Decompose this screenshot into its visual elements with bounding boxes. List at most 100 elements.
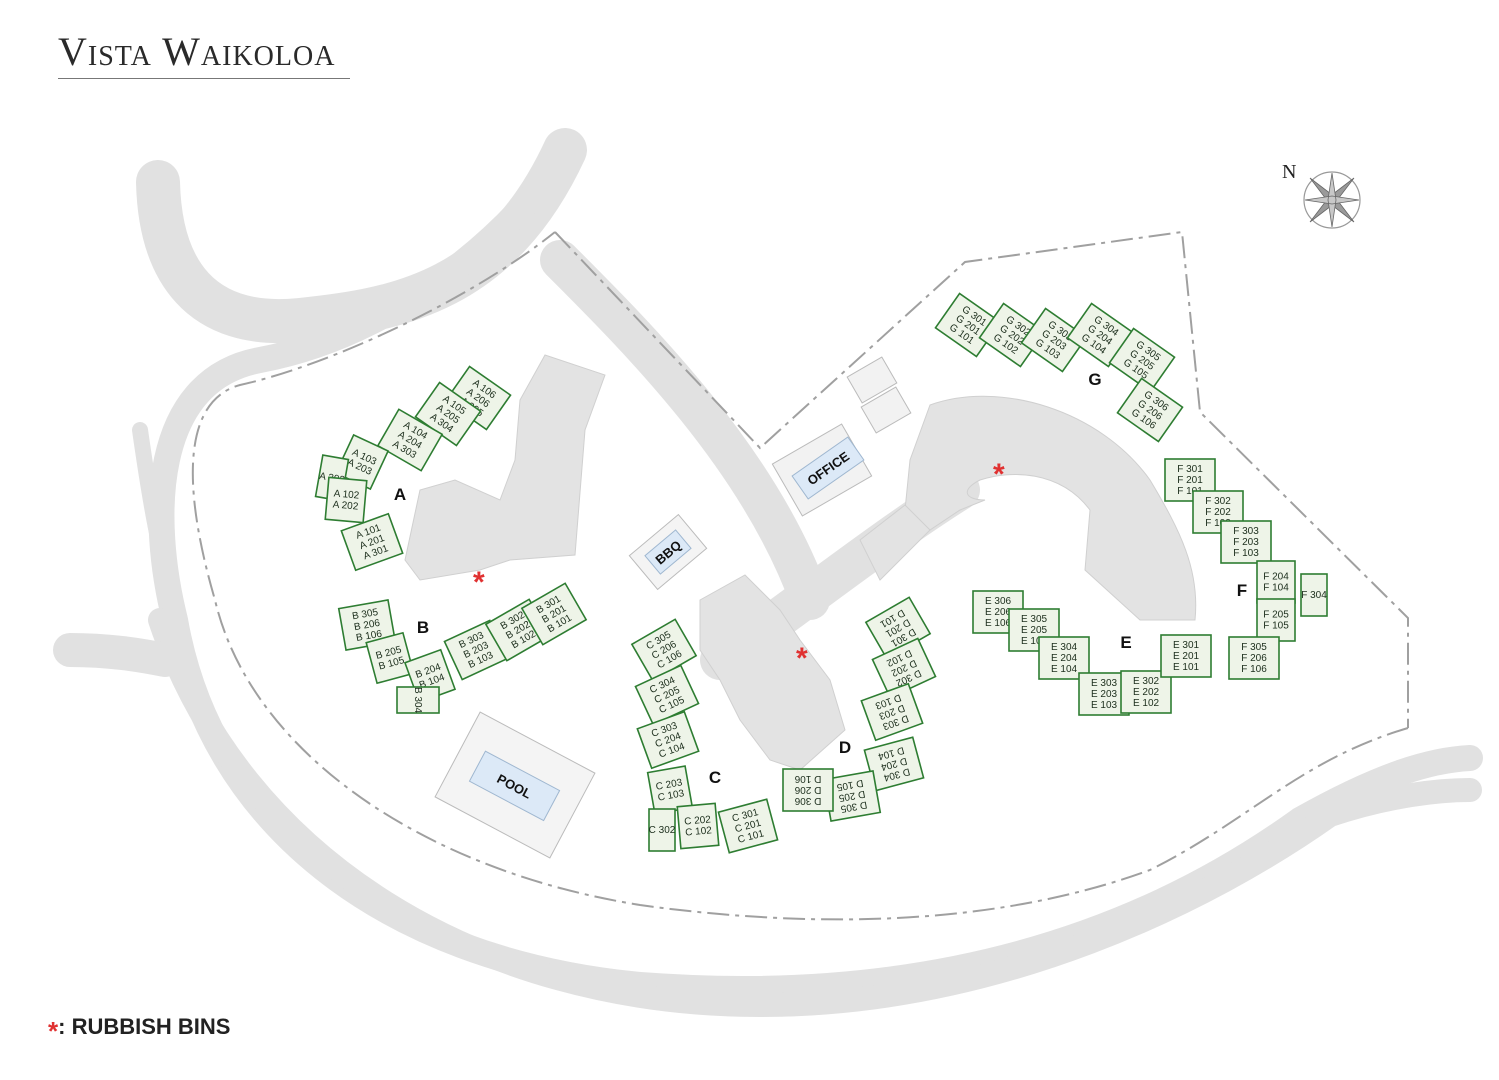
unit-label: B 304 [412,687,423,714]
unit-label: E 102 [1133,698,1160,709]
unit-label: F 103 [1233,548,1259,559]
compass-rose: N [1282,161,1361,229]
unit-label: D 305 [839,799,868,815]
unit-label: E 203 [1091,689,1118,700]
road-west-spur [53,633,182,677]
unit-label: F 205 [1263,610,1289,621]
unit-block: B 304 [396,686,440,714]
parking-lot-central [699,574,846,771]
title-block: Vista Waikoloa [58,30,350,79]
building-letter-g: G [1088,370,1101,389]
unit-label: F 106 [1241,664,1267,675]
office-block [791,436,865,500]
bbq-block [644,529,692,575]
unit-label: F 105 [1263,621,1289,632]
shed-north [846,356,898,404]
unit-label: E 303 [1091,678,1118,689]
compass-needle [1304,172,1360,228]
unit-block: F 304 [1300,573,1328,617]
unit-label: F 201 [1177,475,1203,486]
unit-label: F 104 [1263,583,1289,594]
legend-label: : RUBBISH BINS [58,1014,231,1039]
unit-label: F 203 [1233,537,1259,548]
rubbish-bin-marker-g: * [993,458,1005,491]
unit-label: E 104 [1051,664,1078,675]
unit-label: B 206 [353,618,381,633]
unit-label: E 101 [1173,662,1200,673]
unit-label: E 301 [1173,640,1200,651]
unit-block-outline [636,710,700,770]
unit-label: D 205 [837,788,866,804]
unit-label: C 203 [655,777,684,793]
unit-block-outline [520,582,588,646]
unit-block-outline [376,408,444,472]
parking-east-link [859,504,931,581]
road-south-sweep [148,608,1482,1017]
unit-label: E 306 [985,596,1012,607]
unit-label: C 302 [649,825,676,836]
unit-label: F 304 [1301,590,1327,601]
unit-label: F 302 [1205,496,1231,507]
road-inner-spine [132,422,183,608]
shed-north-2 [860,386,912,434]
pool-water [468,750,561,822]
road-central-drive [540,240,830,620]
unit-block-outline [365,631,415,685]
unit-label: E 103 [1091,700,1118,711]
unit-label: C 102 [685,825,713,838]
unit-label: C 103 [657,788,686,804]
parking-areas [404,354,1197,771]
rubbish-bin-icon: * [48,1016,59,1046]
building-letter-f: F [1237,581,1247,600]
unit-block-outline [863,736,925,792]
unit-label: D 105 [835,777,864,793]
unit-label: C 202 [684,814,712,827]
unit-label: E 201 [1173,651,1200,662]
building-letter-d: D [839,738,851,757]
unit-label: A 202 [332,499,359,512]
unit-label: F 101 [1177,486,1203,497]
unit-block-outline [1228,636,1280,680]
unit-block-outline [340,512,404,572]
unit-block-outline [1160,634,1212,678]
unit-label: E 105 [1021,636,1048,647]
unit-label: F 301 [1177,464,1203,475]
title-underline [58,78,350,79]
unit-label: F 303 [1233,526,1259,537]
unit-label: E 304 [1051,642,1078,653]
unit-label: E 202 [1133,687,1160,698]
unit-label: D 206 [794,784,821,795]
unit-block-outline [1108,327,1176,393]
rubbish-bin-marker-cd: * [796,642,808,675]
unit-block-outline [324,476,368,524]
unit-label: B 305 [351,607,379,622]
unit-block-outline [717,798,779,854]
